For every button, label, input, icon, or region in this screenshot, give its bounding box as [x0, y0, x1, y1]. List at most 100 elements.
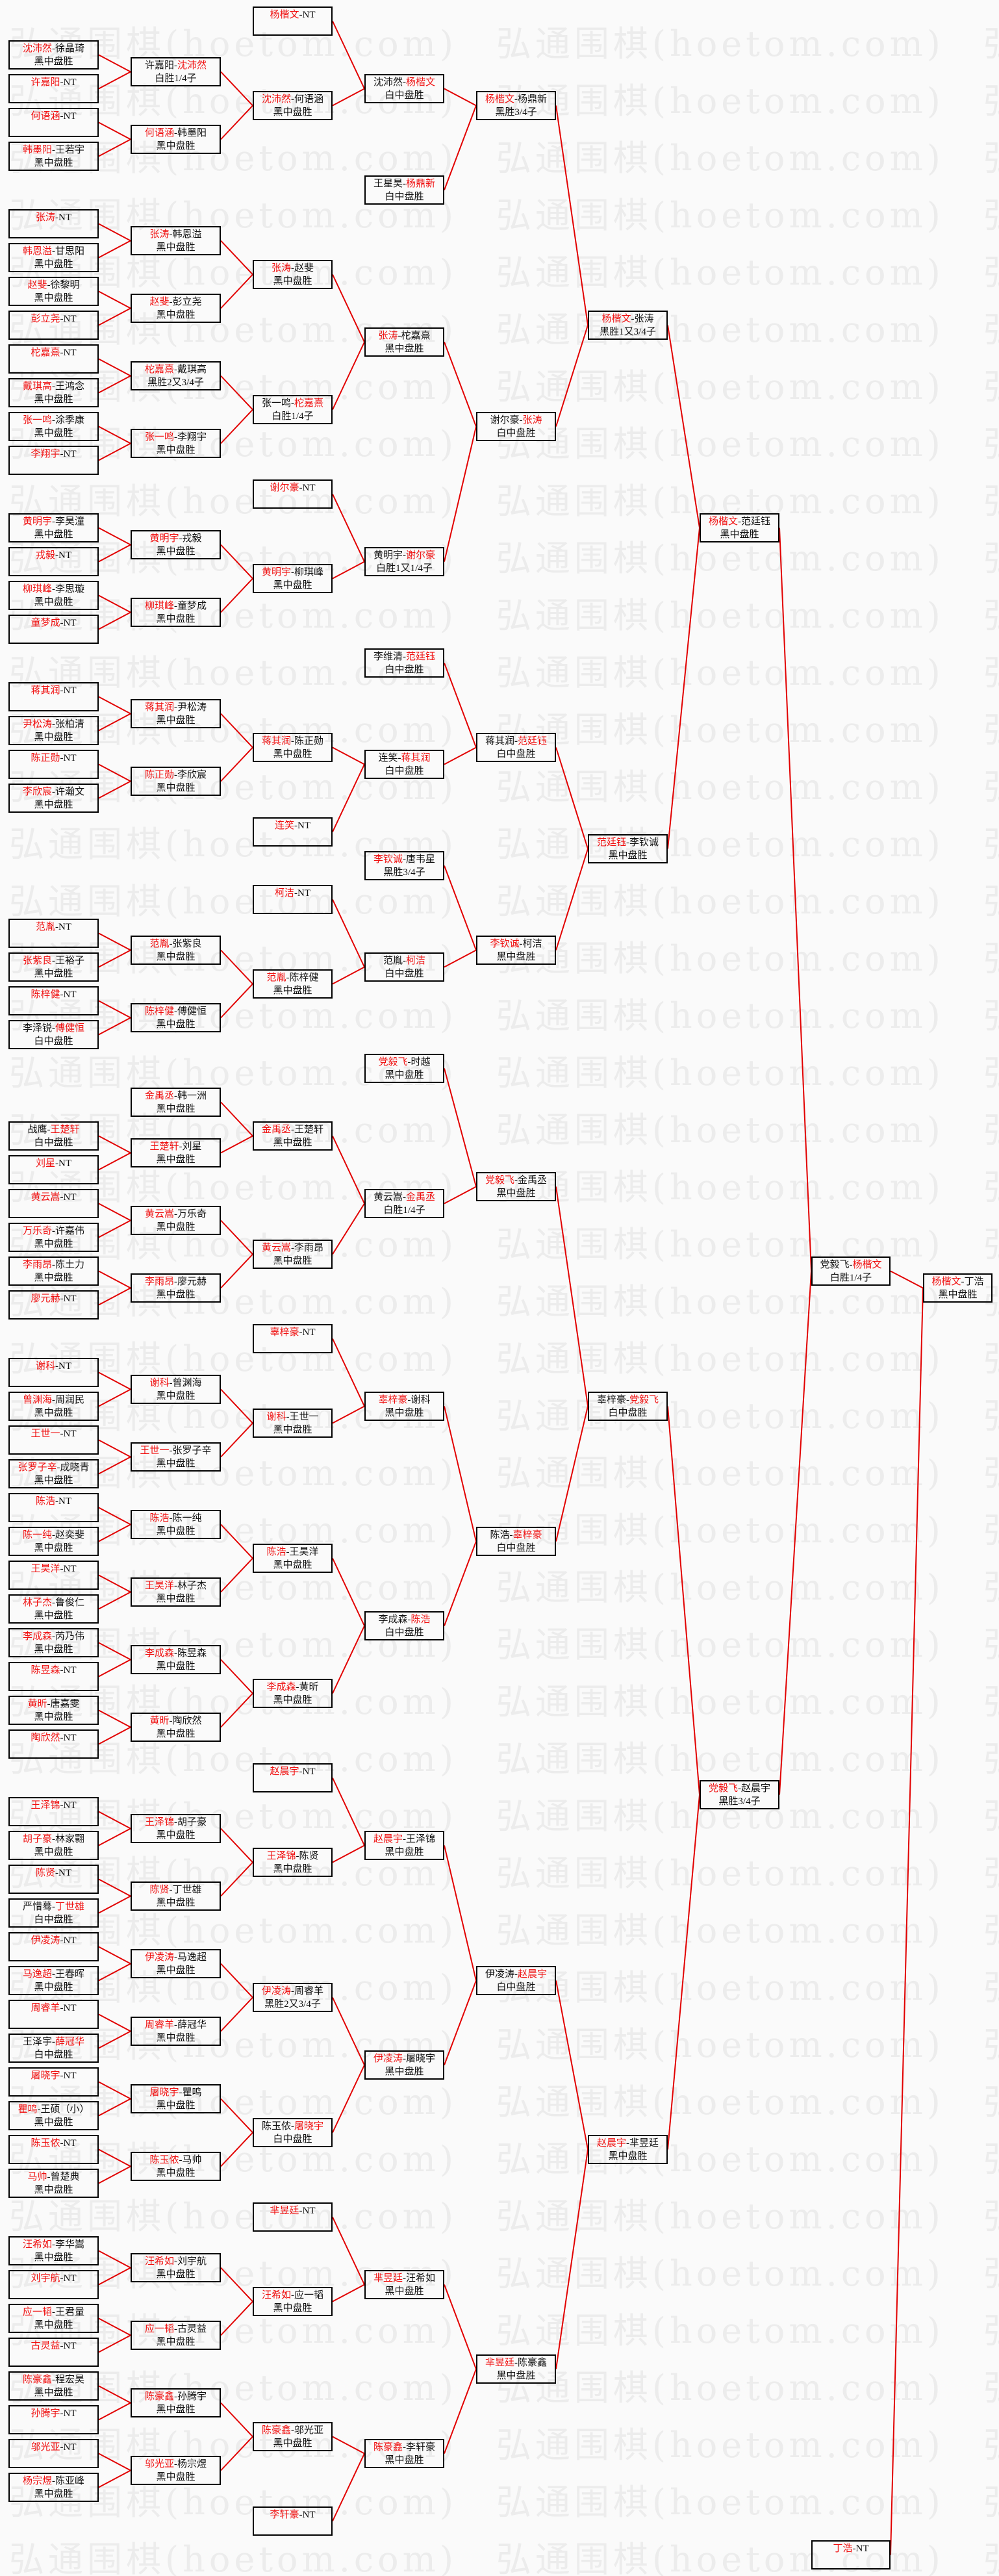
connector-line [779, 1271, 812, 1795]
match-box: 赵斐-彭立尧黑中盘胜 [131, 294, 221, 323]
connector-line [220, 274, 253, 309]
match-result: 黑中盘胜 [34, 428, 73, 439]
bye-box: 陈贤-NT [8, 1865, 99, 1894]
player-2: 丁浩 [964, 1277, 984, 1287]
watermark-row: 弘通围棋(hoetom.com) 弘通围棋(hoetom.com) 弘通围棋(h… [9, 652, 999, 693]
player-1: 王楚轩 [149, 1141, 179, 1152]
separator: - [296, 1851, 299, 1861]
match-result: 白中盘胜 [496, 428, 536, 439]
connector-line [98, 1219, 131, 1238]
player-1: 丁浩 [833, 2544, 853, 2554]
player-1: 汪希如 [22, 2239, 52, 2250]
match-box: 陈正勋-李欣宸黑中盘胜 [131, 767, 221, 796]
bye-box: 周睿羊-NT [8, 2000, 99, 2029]
player-1: 李钦诚 [373, 854, 403, 865]
player-1: 黄明宇 [373, 550, 403, 561]
connector-line [332, 21, 365, 89]
player-2: 马帅 [182, 2155, 202, 2165]
player-1: 范胤 [383, 956, 403, 966]
separator: - [296, 1682, 299, 1692]
match-box: 瞿鸣-王硕（小）黑中盘胜 [8, 2101, 99, 2130]
separator: - [174, 2391, 177, 2402]
match-result: 黑中盘胜 [156, 783, 196, 793]
separator: - [626, 837, 629, 848]
connector-line [444, 1406, 477, 1542]
player-1: 王昊洋 [31, 1564, 60, 1574]
connector-line [444, 426, 477, 562]
separator: - [291, 1243, 294, 1253]
match-box: 伊凌涛-马逸超黑中盘胜 [131, 1949, 221, 1978]
player-1: 黄昕 [27, 1699, 47, 1709]
separator: - [398, 753, 401, 763]
connector-line [98, 121, 131, 140]
match-result: 黑中盘胜 [156, 2100, 196, 2111]
match-result: 黑中盘胜 [608, 850, 648, 861]
player-1: 李成森 [266, 1682, 296, 1692]
player-1: 孙腾宇 [31, 2408, 60, 2419]
player-2: 杨楷文 [406, 77, 436, 88]
match-result: 黑中盘胜 [156, 1729, 196, 1739]
separator: - [47, 1125, 51, 1135]
player-1: 李成森 [22, 1631, 52, 1642]
bye-box: 陈梓健-NT [8, 986, 99, 1015]
bye-box: 彭立尧-NT [8, 311, 99, 340]
connector-line [98, 1963, 131, 1982]
bye-box: 刘星-NT [8, 1155, 99, 1184]
match-result: 黑中盘胜 [273, 1256, 312, 1266]
player-2: 赵晨宇 [518, 1969, 548, 1980]
connector-line [220, 1388, 253, 1424]
match-box: 王泽锦-胡子豪黑中盘胜 [131, 1814, 221, 1843]
watermark-row: 弘通围棋(hoetom.com) 弘通围棋(hoetom.com) 弘通围棋(h… [9, 1796, 999, 1837]
connector-line [555, 1186, 588, 1407]
match-box: 何语涵-韩墨阳黑中盘胜 [131, 125, 221, 154]
match-box: 黄云嵩-万乐奇黑中盘胜 [131, 1206, 221, 1235]
player-1: 张涛 [271, 263, 291, 274]
bye-box: 陶欣然-NT [8, 1729, 99, 1759]
match-box: 柳琪峰-童梦成黑中盘胜 [131, 598, 221, 627]
match-box: 曾渊海-周润民黑中盘胜 [8, 1392, 99, 1421]
player-1: 何语涵 [144, 128, 174, 138]
separator: - [174, 432, 177, 442]
player-2: NT [297, 888, 310, 899]
match-box: 李雨昂-廖元赫黑中盘胜 [131, 1273, 221, 1303]
separator: - [294, 888, 297, 899]
match-box: 范胤-陈梓健黑中盘胜 [253, 969, 333, 999]
connector-line [98, 1726, 131, 1745]
player-2: NT [58, 550, 71, 561]
player-1: 沈沛然 [22, 44, 52, 54]
separator: - [55, 922, 58, 932]
connector-line [98, 2453, 131, 2471]
separator: - [299, 2510, 303, 2520]
watermark-row: 弘通围棋(hoetom.com) 弘通围棋(hoetom.com) 弘通围棋(h… [9, 767, 999, 808]
player-1: 汪希如 [261, 2290, 291, 2301]
match-box: 张一鸣-涂季康黑中盘胜 [8, 412, 99, 441]
player-1: 童梦成 [31, 618, 60, 628]
connector-line [98, 1828, 131, 1846]
match-box: 李钦诚-唐韦星黑胜3/4子 [364, 851, 444, 880]
match-result: 黑中盘胜 [496, 1188, 536, 1199]
player-2: NT [63, 1294, 77, 1304]
match-box: 陈梓健-傅健恒黑中盘胜 [131, 1003, 221, 1032]
connector-line [220, 1253, 253, 1289]
player-2: 芈昱廷 [629, 2138, 659, 2149]
separator: - [403, 77, 406, 88]
separator: - [174, 601, 177, 611]
connector-line [667, 1406, 700, 1795]
separator: - [174, 1648, 177, 1659]
player-2: NT [58, 1868, 71, 1878]
bye-box: 许嘉阳-NT [8, 74, 99, 103]
match-box: 赵晨宇-王泽锦黑中盘胜 [364, 1831, 444, 1860]
player-1: 沈沛然 [373, 77, 403, 88]
bye-box: 童梦成-NT [8, 615, 99, 644]
match-result: 黑中盘胜 [34, 1239, 73, 1249]
separator: - [514, 736, 518, 746]
separator: - [52, 719, 55, 730]
player-1: 万乐奇 [22, 1226, 52, 1236]
player-1: 党毅飞 [708, 1783, 738, 1794]
match-result: 黑中盘胜 [273, 2438, 312, 2449]
match-result: 白中盘胜 [385, 766, 424, 776]
bye-box: 丁浩-NT [811, 2540, 891, 2570]
watermark-row: 弘通围棋(hoetom.com) 弘通围棋(hoetom.com) 弘通围棋(h… [9, 1967, 999, 2008]
separator: - [738, 516, 741, 527]
